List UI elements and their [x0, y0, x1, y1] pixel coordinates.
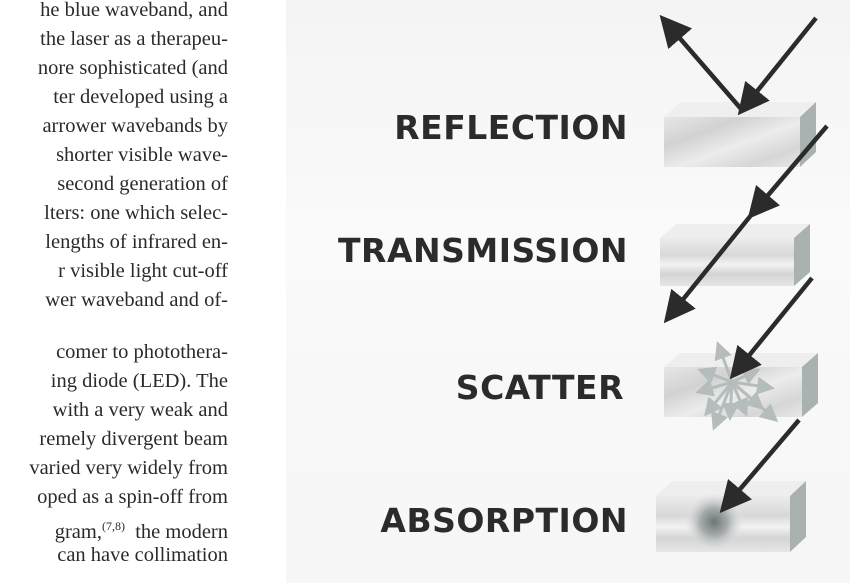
body-text-line: comer to photothera- [56, 341, 228, 363]
body-text-line: ing diode (LED). The [50, 370, 228, 392]
label-transmission: TRANSMISSION [338, 231, 628, 270]
label-scatter: SCATTER [455, 368, 624, 407]
body-text-fragment: the modern [135, 520, 228, 543]
reflection-block [664, 102, 816, 167]
body-text-line: arrower wavebands by [42, 115, 228, 137]
scatter-rays [695, 341, 779, 431]
reflection-arrows [659, 14, 818, 116]
body-text-line: varied very widely from [29, 457, 228, 479]
body-text-line: wer waveband and of- [45, 289, 228, 311]
absorption-spot [686, 494, 742, 550]
label-absorption: ABSORPTION [380, 501, 628, 540]
transmission-arrow [663, 124, 829, 324]
body-text-line: shorter visible wave- [56, 144, 228, 166]
body-text-line: the laser as a therapeu- [40, 28, 228, 50]
body-text-line: r visible light cut-off [58, 260, 228, 282]
body-text-line: remely divergent beam [39, 428, 228, 450]
body-text-line: nore sophisticated (and [37, 57, 228, 79]
label-reflection: REFLECTION [394, 108, 628, 147]
absorption-arrow [719, 418, 801, 514]
body-text-line: oped as a spin-off from [37, 486, 228, 508]
figure-artwork [656, 14, 829, 552]
body-text-line: lters: one which selec- [44, 202, 228, 224]
scatter-arrow [729, 276, 814, 380]
body-text-column: he blue waveband, and the laser as a the… [0, 0, 235, 583]
citation-superscript: (7,8) [101, 519, 125, 533]
body-text-line: with a very weak and [52, 399, 228, 421]
body-text-line: can have collimation [57, 544, 228, 566]
body-text-line: he blue waveband, and [40, 0, 228, 21]
body-text-line-with-citation: gram,(7,8) the modern [55, 514, 228, 544]
body-text-line: second generation of [57, 173, 228, 195]
absorption-block [656, 481, 806, 552]
body-text-fragment: gram, [54, 520, 102, 543]
body-text-line: ter developed using a [53, 86, 228, 108]
light-interaction-figure: REFLECTION TRANSMISSION SCATTER ABSORPTI… [286, 0, 850, 583]
body-text-line: lengths of infrared en- [45, 231, 228, 253]
